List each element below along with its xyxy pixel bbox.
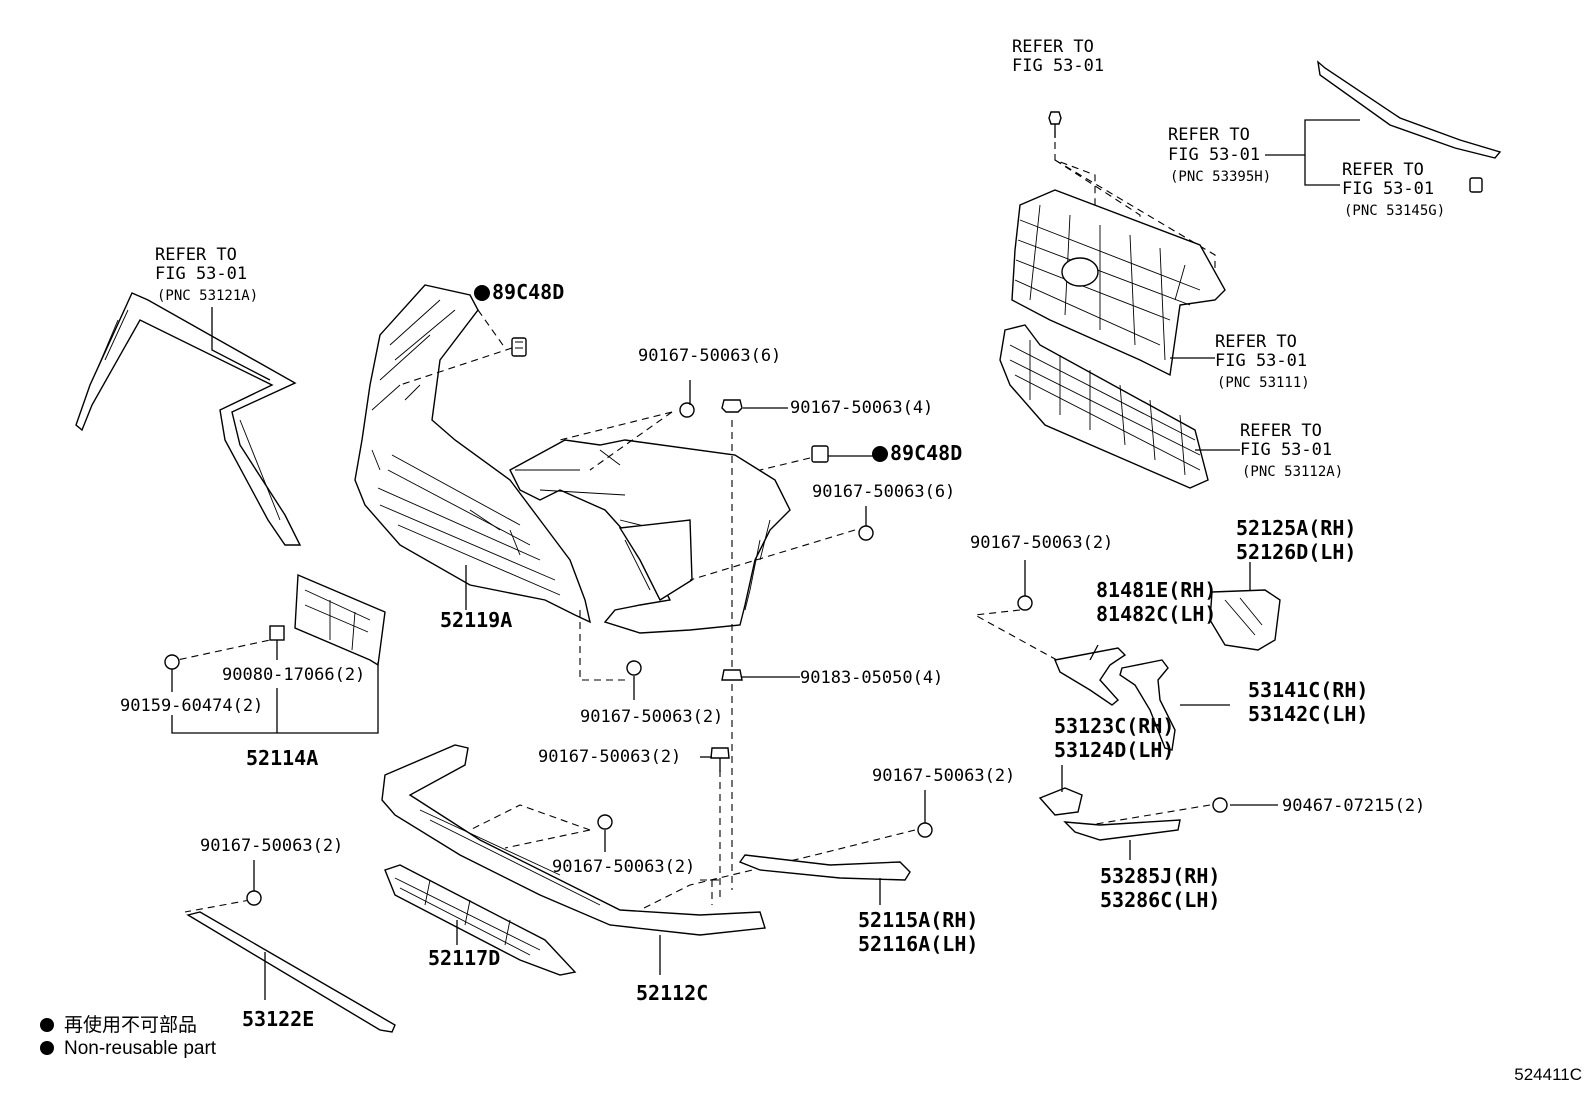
refer-clip-pnc: (PNC 53145G) — [1344, 203, 1446, 219]
refer-clip-line2: FIG 53-01 — [1342, 179, 1435, 199]
legend-dot-icon — [40, 1041, 54, 1055]
clip-89c48d-top — [511, 337, 527, 357]
legend-japanese: 再使用不可部品 — [40, 1010, 197, 1037]
part-81481e-rh: 81481E(RH) — [1096, 578, 1217, 602]
part-52125a-rh: 52125A(RH) — [1236, 516, 1357, 540]
refer-grille-top-line2: FIG 53-01 — [1012, 56, 1105, 76]
bumper-reinforcement-part — [354, 284, 591, 624]
part-53124d-lh: 53124D(LH) — [1054, 738, 1175, 762]
refer-left-line2: FIG 53-01 — [155, 264, 248, 284]
garnish-part — [1063, 819, 1181, 841]
part-53141c-rh: 53141C(RH) — [1248, 678, 1369, 702]
part-52116a-lh: 52116A(LH) — [858, 932, 979, 956]
fastener-plate-bolt: 90159-60474(2) — [120, 696, 264, 716]
refer-grille-line1: REFER TO — [1215, 332, 1297, 352]
refer-grille-top-line1: REFER TO — [1012, 37, 1094, 57]
fastener-top6: 90167-50063(6) — [638, 346, 782, 366]
fastener-lip2: 90167-50063(2) — [552, 857, 696, 877]
upper-grille-part — [1011, 189, 1226, 377]
part-53123c-rh: 53123C(RH) — [1054, 714, 1175, 738]
part-53122e: 53122E — [242, 1007, 315, 1031]
part-53142c-lh: 53142C(LH) — [1248, 702, 1369, 726]
side-spoiler-part — [738, 854, 911, 881]
leader-lines — [171, 119, 1360, 1000]
fastener-cover-clip: 90467-07215(2) — [1282, 796, 1426, 816]
part-52119a: 52119A — [440, 608, 513, 632]
refer-moulding-line1: REFER TO — [1168, 125, 1250, 145]
refer-moulding-line2: FIG 53-01 — [1168, 145, 1261, 165]
refer-left-line1: REFER TO — [155, 245, 237, 265]
fastener-symbols — [164, 111, 1228, 906]
license-bracket-part — [294, 573, 386, 667]
part-52126d-lh: 52126D(LH) — [1236, 540, 1357, 564]
legend-english: Non-reusable part — [40, 1038, 216, 1060]
lower-lip-part — [381, 744, 766, 936]
part-52115a-rh: 52115A(RH) — [858, 908, 979, 932]
fastener-spoiler2: 90167-50063(2) — [872, 766, 1016, 786]
part-52112c: 52112C — [636, 981, 709, 1005]
figure-number: 524411C — [1514, 1065, 1582, 1084]
part-52117d: 52117D — [428, 946, 501, 970]
legend-dot-icon — [40, 1018, 54, 1032]
bumper-cover-part — [509, 439, 791, 634]
refer-mesh-line2: FIG 53-01 — [1240, 440, 1333, 460]
refer-mesh-pnc: (PNC 53112A) — [1242, 464, 1344, 480]
fastener-right2: 90167-50063(2) — [970, 533, 1114, 553]
left-moulding-part — [75, 292, 302, 546]
refer-grille-pnc: (PNC 53111) — [1217, 375, 1310, 391]
non-reusable-marker — [474, 285, 490, 301]
fastener-top4: 90167-50063(4) — [790, 398, 934, 418]
part-53286c-lh: 53286C(LH) — [1100, 888, 1221, 912]
lower-strip-part — [186, 911, 396, 1033]
grille-mesh-part — [999, 324, 1209, 489]
fog-moulding-part — [1119, 659, 1176, 751]
top-moulding-part — [1317, 60, 1502, 193]
part-89c48d-top: 89C48D — [474, 282, 564, 302]
fastener-nut4: 90183-05050(4) — [800, 668, 944, 688]
fog-bracket-part — [1209, 589, 1281, 651]
non-reusable-marker — [872, 446, 888, 462]
fastener-mid2: 90167-50063(2) — [538, 747, 682, 767]
fastener-strip2: 90167-50063(2) — [200, 836, 344, 856]
part-81482c-lh: 81482C(LH) — [1096, 602, 1217, 626]
small-cover-part — [1038, 787, 1083, 816]
part-89c48d-right: 89C48D — [872, 443, 962, 463]
refer-mesh-line1: REFER TO — [1240, 421, 1322, 441]
refer-left-pnc: (PNC 53121A) — [157, 288, 259, 304]
refer-moulding-pnc: (PNC 53395H) — [1170, 169, 1272, 185]
fastener-plate-clip: 90080-17066(2) — [222, 665, 366, 685]
fastener-bottom2: 90167-50063(2) — [580, 707, 724, 727]
refer-grille-line2: FIG 53-01 — [1215, 351, 1308, 371]
part-53285j-rh: 53285J(RH) — [1100, 864, 1221, 888]
fog-cover-part — [1054, 647, 1127, 706]
part-52114a: 52114A — [246, 746, 319, 770]
fastener-right6: 90167-50063(6) — [812, 482, 956, 502]
refer-clip-line1: REFER TO — [1342, 160, 1424, 180]
lower-grille-part — [384, 864, 577, 976]
